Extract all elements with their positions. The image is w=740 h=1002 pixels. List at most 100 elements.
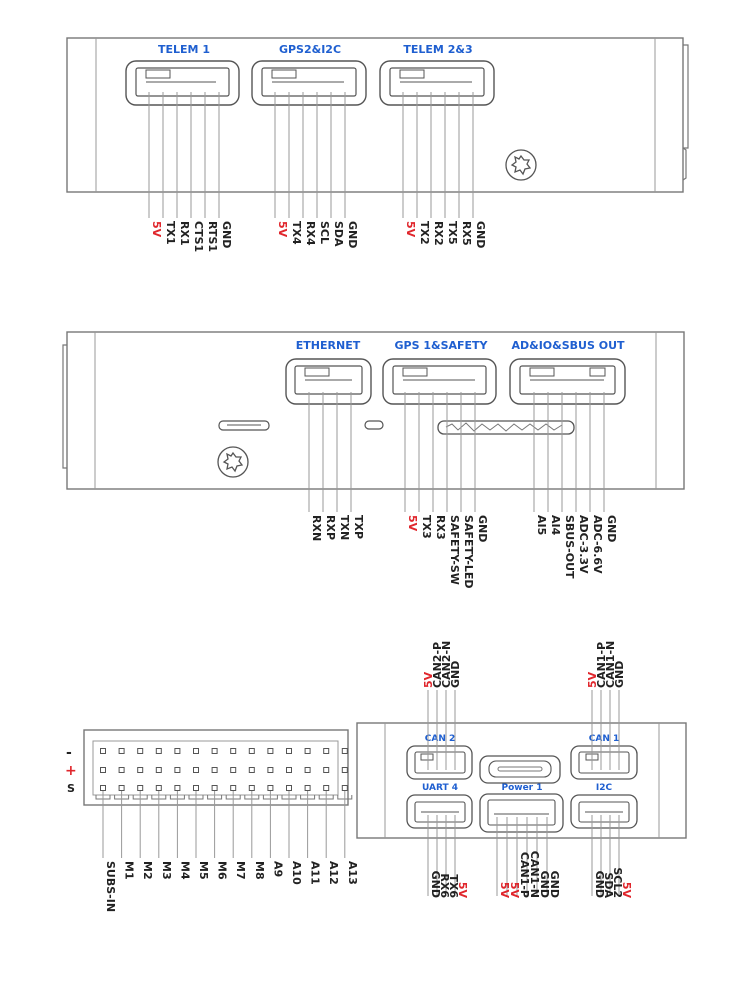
pin-label: 5V [498,882,511,899]
connector-i2c: I2C GND SDA SCL2 5V [570,783,638,898]
rail-pin [267,748,274,754]
pin-label: SDA [332,221,345,247]
pin-label: RXN [310,515,323,541]
rail-pin [323,785,330,791]
rail-pin [193,748,199,754]
pin-label: RX4 [304,221,317,246]
rail-channel-label: A12 [327,861,340,885]
connector-gps1-safety: GPS 1&SAFETY 5V TX3 RX3 SAFETY-SW SAFETY… [382,339,497,589]
rail-pin [323,767,330,773]
row-label-minus: - [66,745,72,761]
pin-label: CTS1 [192,221,205,252]
rail-pin [118,748,125,754]
rail-pin [248,748,255,754]
pin-label: CAN1-P [595,642,608,688]
pin-label: SAFETY-LED [462,515,475,589]
pin-label: RX2 [432,221,445,246]
pin-label: CAN2-N [440,641,453,688]
connector-title: I2C [596,783,613,793]
pin-label: SAFETY-SW [448,515,461,585]
pin-label: GND [449,661,462,688]
rail-pin [155,785,162,791]
rail-pin [211,785,218,791]
pin-label: AI4 [549,515,562,536]
pin-label: TX1 [164,221,177,245]
pin-label: GND [613,661,626,688]
pin-label: TX2 [418,221,431,245]
pin-label: GND [474,221,487,248]
rail-pin [230,785,237,791]
usb-c-port-icon [479,755,561,784]
rail-channel-label: M6 [216,861,229,880]
rail-pin [211,767,218,773]
rail-pin [174,767,181,773]
pin-label: RX3 [434,515,447,540]
connector-title: ETHERNET [296,339,361,352]
pin-label: 5V [422,671,435,688]
pin-label: 5V [404,221,417,238]
pin-label: RX6 [438,873,451,898]
pin-label: 5V [406,515,419,532]
pin-label: TX6 [447,874,460,898]
rail-channel-label: M4 [178,861,191,880]
rail-pin [193,767,199,773]
rail-pin [100,767,106,773]
middle-panel: ETHERNET RXN RXP TXN TXP GPS 1&SAFETY [62,331,685,589]
rail-pin [341,748,348,754]
pin-label: GND [346,221,359,248]
row-label-plus: + [65,763,77,779]
pin-label: SCL2 [611,867,624,898]
pin-label: 5V [456,882,469,899]
rail-pin [211,748,218,754]
connector-ethernet: ETHERNET RXN RXP TXN TXP [285,339,372,541]
rail-pin [286,767,292,773]
pin-label: GND [476,515,489,542]
connector-title: UART 4 [422,783,458,793]
rail-pin [230,767,237,773]
rail-channel-label: A11 [309,861,322,885]
connector-gps2-i2c: GPS2&I2C 5V TX4 RX4 SCL SDA GND [251,43,367,248]
rail-pin [304,785,311,791]
pin-label: RX1 [178,221,191,246]
pin-label: GND [220,221,233,248]
rail-pin [118,767,125,773]
top-panel: TELEM 1 5V TX1 RX1 CTS1 RTS1 GND GPS2&I2… [66,37,689,252]
pin-label: RXP [324,515,337,540]
rail-pin [230,748,237,754]
rail-pin [286,785,292,791]
pin-label: CAN2-P [431,642,444,688]
connector-title: CAN 2 [425,734,456,744]
pin-label: CAN1-N [604,641,617,688]
rail-pin [323,748,330,754]
torx-screw-icon [505,149,537,181]
connector-telem1: TELEM 1 5V TX1 RX1 CTS1 RTS1 GND [125,43,240,252]
pin-label: 5V [508,882,521,899]
connector-can1: CAN 1 5V CAN1-P CAN1-N GND [570,641,638,780]
rail-channel-label: M5 [197,861,210,880]
pin-label: SDA [602,872,615,898]
pin-label: SCL [318,221,331,244]
rail-channel-label: SUBS-IN [104,861,117,912]
rail-channel-label: M1 [123,861,136,880]
pin-label: ADC-6.6V [591,515,604,574]
rail-pin [304,767,311,773]
rail-pin [174,785,181,791]
connector-title: TELEM 1 [158,43,210,56]
rail-channel-label: M3 [160,861,173,880]
pin-label: CAN1-P [518,852,531,898]
pin-label: ADC-3.3V [577,515,590,574]
pin-label: TX3 [420,515,433,539]
pin-label: GND [605,515,618,542]
rail-pin [341,785,348,791]
rail-pin [100,785,106,791]
connector-can2: CAN 2 5V CAN2-P CAN2-N GND [406,641,473,780]
rail-channel-label: M2 [141,861,154,880]
rail-pin [137,767,144,773]
connector-title: GPS2&I2C [279,43,341,56]
rail-channel-label: A13 [346,861,359,885]
connector-title: TELEM 2&3 [403,43,472,56]
rail-channel-label: A10 [290,861,303,885]
bottom-panel: CAN 2 5V CAN2-P CAN2-N GND CAN 1 [356,641,687,899]
